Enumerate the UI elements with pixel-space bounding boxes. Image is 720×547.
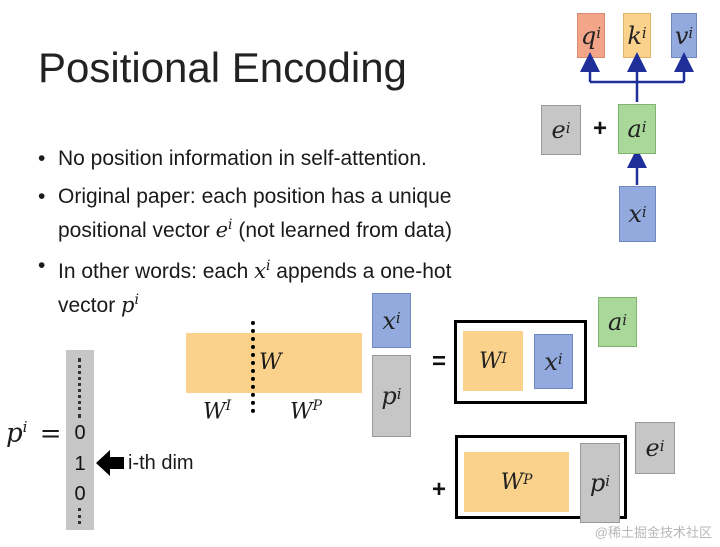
- w-i-label: WI: [203, 398, 232, 425]
- bullet-3-line-2-pre: vector: [58, 294, 122, 317]
- bullet-dot: •: [38, 147, 46, 170]
- bullet-2-line-2-post: (not learned from data): [232, 219, 452, 242]
- bullet-1: • No position information in self-attent…: [38, 145, 427, 173]
- bullet-dot: •: [38, 254, 46, 277]
- watermark: @稀土掘金技术社区: [594, 525, 712, 540]
- plus-sign-bottom: +: [432, 476, 447, 503]
- onehot-top-dots: [78, 358, 84, 418]
- onehot-vector: 0 1 0: [66, 350, 94, 530]
- bullet-3: • In other words: each xi appends a one-…: [38, 252, 452, 320]
- bullet-dot: •: [38, 185, 46, 208]
- w-p-label: WP: [290, 398, 323, 425]
- bullet-3-line-1-pre: In other words: each: [58, 260, 255, 283]
- equals-sign: =: [432, 348, 447, 375]
- bullet-2-line-1: Original paper: each position has a uniq…: [58, 185, 452, 208]
- w-matrix: [186, 333, 362, 393]
- w-label: W: [259, 350, 282, 375]
- plus-sign-top: +: [593, 115, 608, 142]
- attention-arrows: [580, 52, 694, 185]
- wp-pi-frame: [455, 435, 627, 519]
- bullet-2: • Original paper: each position has a un…: [38, 183, 452, 245]
- onehot-value-0: 0: [74, 422, 86, 444]
- left-arrow-icon: [96, 450, 124, 476]
- math-e-i: ei: [215, 217, 233, 242]
- bullet-3-line-1-post: appends a one-hot: [270, 260, 452, 283]
- onehot-label: pi =: [6, 418, 62, 449]
- onehot-bottom-dots: [78, 508, 84, 524]
- math-x-i: xi: [254, 258, 271, 283]
- wi-xi-frame: [454, 320, 587, 404]
- w-split-line: [251, 321, 255, 413]
- onehot-value-1: 1: [74, 453, 86, 475]
- ith-dim-label: i-th dim: [128, 452, 194, 474]
- bullet-1-text: No position information in self-attentio…: [58, 147, 427, 170]
- math-p-i: pi: [121, 292, 139, 317]
- page-title: Positional Encoding: [38, 44, 407, 91]
- onehot-value-2: 0: [74, 483, 86, 505]
- bullet-2-line-2-pre: positional vector: [58, 219, 216, 242]
